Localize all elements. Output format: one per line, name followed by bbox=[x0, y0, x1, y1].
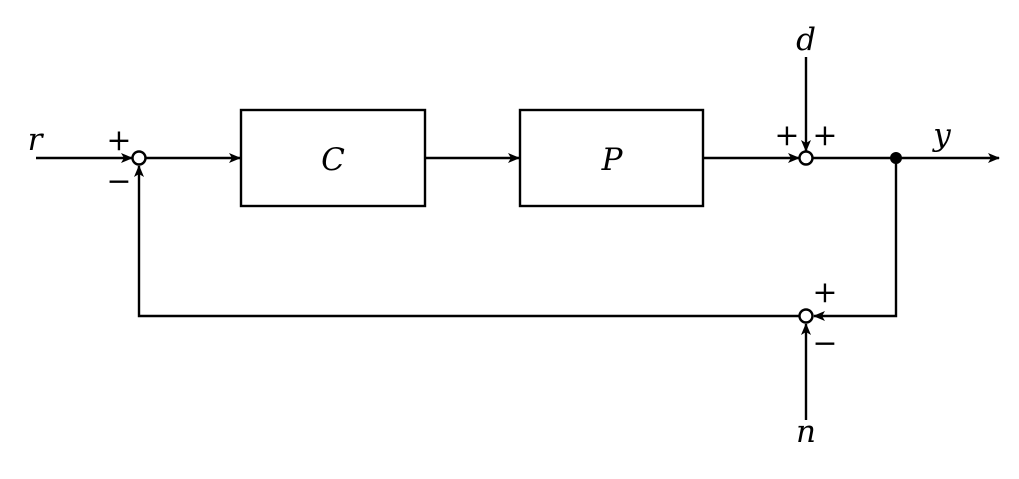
output-signal-label: y bbox=[931, 117, 951, 153]
plant-label: P bbox=[601, 142, 624, 178]
sum3-plus-sign: + bbox=[812, 275, 837, 310]
reference-signal-label: r bbox=[28, 122, 45, 158]
sum1-minus-sign: − bbox=[106, 164, 131, 199]
noise-signal-label: n bbox=[796, 414, 816, 450]
wire-feedback-to-sum1 bbox=[134, 165, 799, 318]
summing-junction-noise bbox=[798, 308, 814, 324]
controller-block: C bbox=[239, 108, 427, 208]
sum2-plus-sign-left: + bbox=[774, 118, 799, 153]
branch-point-output bbox=[890, 152, 902, 164]
summing-junction-disturbance bbox=[798, 150, 814, 166]
wire-output-to-sum3 bbox=[813, 158, 898, 321]
sum2-plus-sign-right: + bbox=[812, 118, 837, 153]
controller-label: C bbox=[321, 142, 345, 178]
sum3-minus-sign: − bbox=[812, 326, 837, 361]
sum1-plus-sign: + bbox=[106, 123, 131, 158]
disturbance-signal-label: d bbox=[796, 22, 816, 58]
plant-block: P bbox=[518, 108, 705, 208]
summing-junction-error bbox=[131, 150, 147, 166]
